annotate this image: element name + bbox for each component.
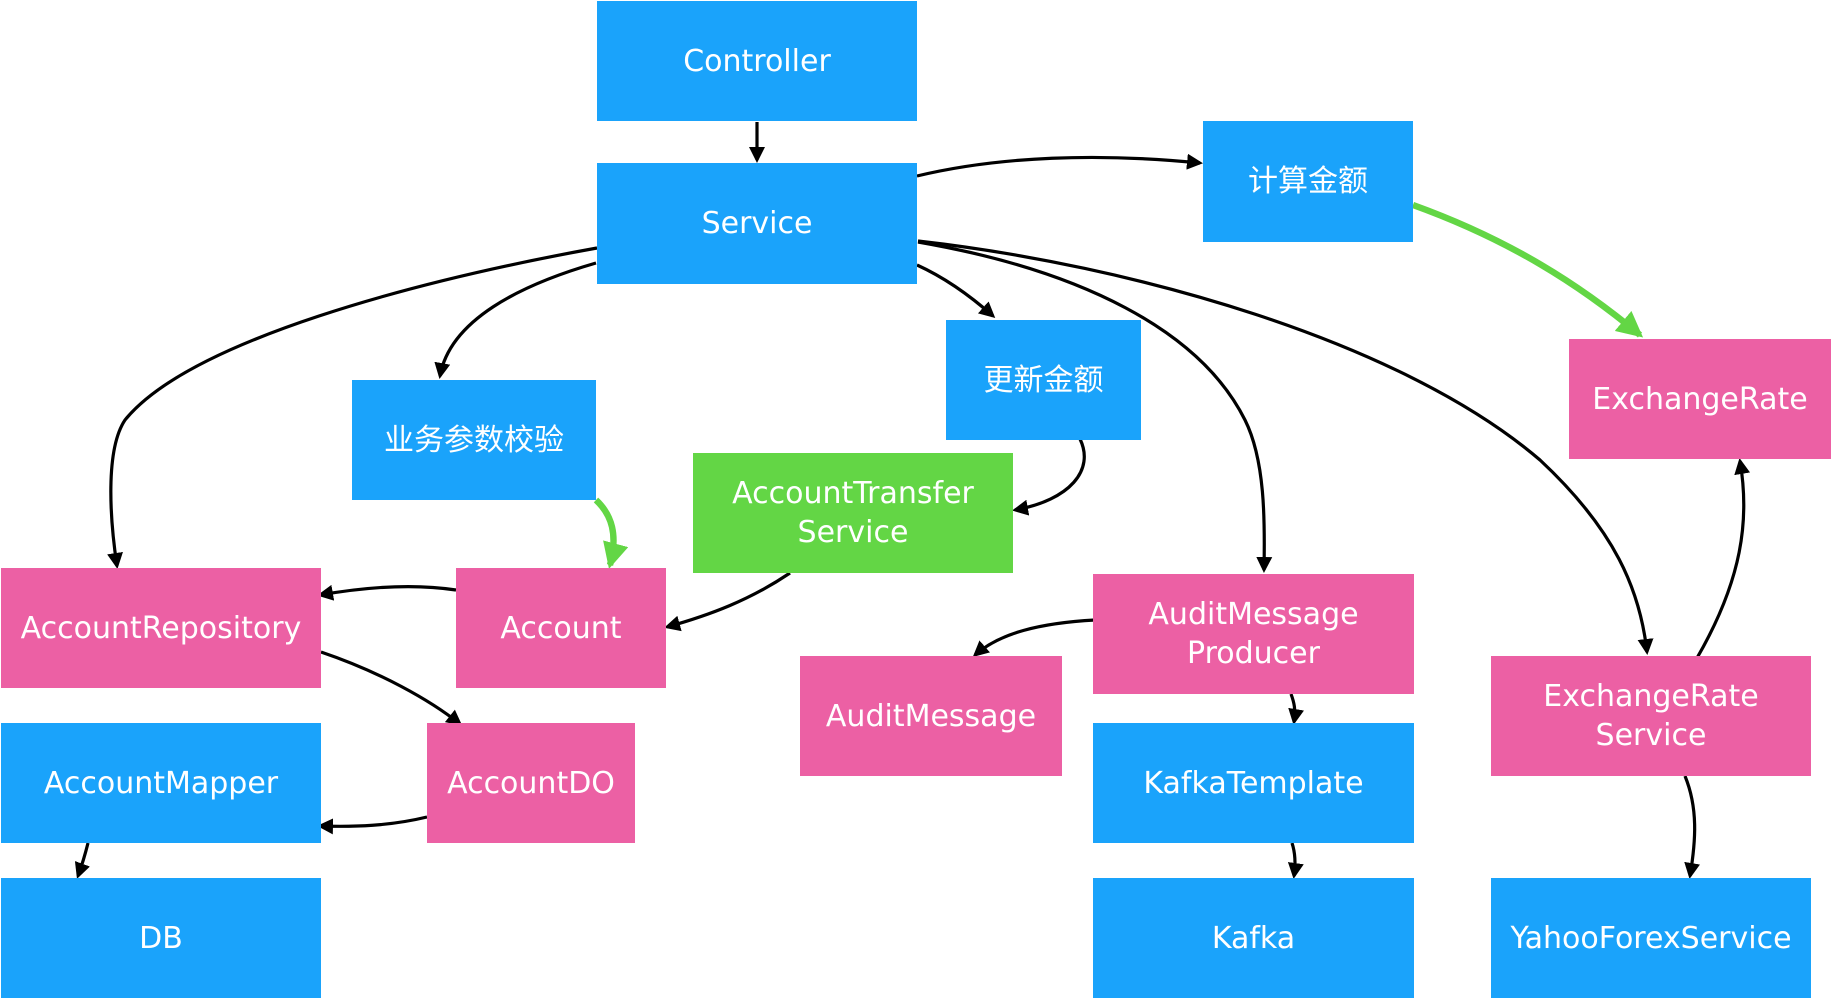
edge-account-transfer-account — [664, 571, 791, 632]
edge-exchange-rate-service-exchange-rate — [1695, 458, 1751, 659]
account-mapper-label: AccountMapper — [43, 765, 279, 801]
audit-message-producer-label: AuditMessage Producer — [1148, 597, 1359, 671]
edge-kafka-template-kafka — [1287, 842, 1304, 879]
account-repository-label: AccountRepository — [20, 610, 302, 646]
validate-params-label: 业务参数校验 — [384, 422, 564, 458]
edge-service-audit-producer — [917, 240, 1273, 573]
kafka-template-node: KafkaTemplate — [1093, 723, 1414, 843]
calc-amount-node: 计算金额 — [1203, 121, 1413, 242]
edge-service-validate-params — [434, 261, 597, 379]
edge-update-amount-account-transfer — [1012, 438, 1086, 516]
account-mapper-node: AccountMapper — [1, 723, 321, 843]
account-repository-node: AccountRepository — [1, 568, 321, 688]
edge-exchange-rate-service-yahoo — [1683, 775, 1701, 879]
exchange-rate-node: ExchangeRate — [1569, 339, 1831, 459]
yahoo-forex-service-node: YahooForexService — [1491, 878, 1811, 998]
account-do-node: AccountDO — [427, 723, 635, 843]
update-amount-node: 更新金额 — [946, 320, 1141, 440]
update-amount-label: 更新金额 — [983, 362, 1104, 398]
calc-amount-label: 计算金额 — [1248, 164, 1368, 199]
db-label: DB — [139, 920, 183, 956]
audit-message-node: AuditMessage — [800, 656, 1062, 776]
controller-label: Controller — [683, 43, 831, 79]
edge-service-calc-amount — [916, 153, 1203, 178]
edge-account-repository-account-do — [320, 650, 463, 726]
service-node: Service — [597, 163, 917, 284]
exchange-rate-service-node: ExchangeRate Service — [1491, 656, 1811, 776]
exchange-rate-label: ExchangeRate — [1592, 381, 1808, 417]
edge-audit-producer-audit-message — [972, 618, 1096, 657]
audit-message-label: AuditMessage — [825, 698, 1037, 734]
kafka-template-label: KafkaTemplate — [1143, 765, 1364, 801]
account-transfer-service-node: AccountTransfer Service — [693, 453, 1013, 573]
edge-service-exchange-rate-service — [917, 239, 1654, 655]
account-label: Account — [500, 610, 622, 646]
edge-service-update-amount — [916, 263, 996, 318]
edge-account-do-account-mapper — [317, 815, 428, 835]
exchange-rate-service-label: ExchangeRate Service — [1543, 679, 1759, 753]
controller-node: Controller — [597, 1, 917, 121]
account-node: Account — [456, 568, 666, 688]
edge-validate-params-account — [593, 497, 629, 569]
edge-calc-amount-exchange-rate — [1411, 201, 1644, 338]
edge-account-account-repository — [317, 584, 457, 601]
kafka-label: Kafka — [1211, 920, 1296, 956]
account-transfer-service-label: AccountTransfer Service — [732, 476, 974, 550]
kafka-node: Kafka — [1093, 878, 1414, 998]
yahoo-forex-service-label: YahooForexService — [1510, 920, 1792, 956]
validate-params-node: 业务参数校验 — [352, 380, 596, 500]
edge-audit-producer-kafka-template — [1288, 693, 1305, 725]
db-node: DB — [1, 878, 321, 998]
audit-message-producer-node: AuditMessage Producer — [1093, 574, 1414, 694]
account-do-label: AccountDO — [447, 765, 615, 801]
edge-account-mapper-db — [74, 842, 90, 879]
service-label: Service — [701, 206, 813, 241]
edge-service-account-repository — [107, 246, 598, 569]
